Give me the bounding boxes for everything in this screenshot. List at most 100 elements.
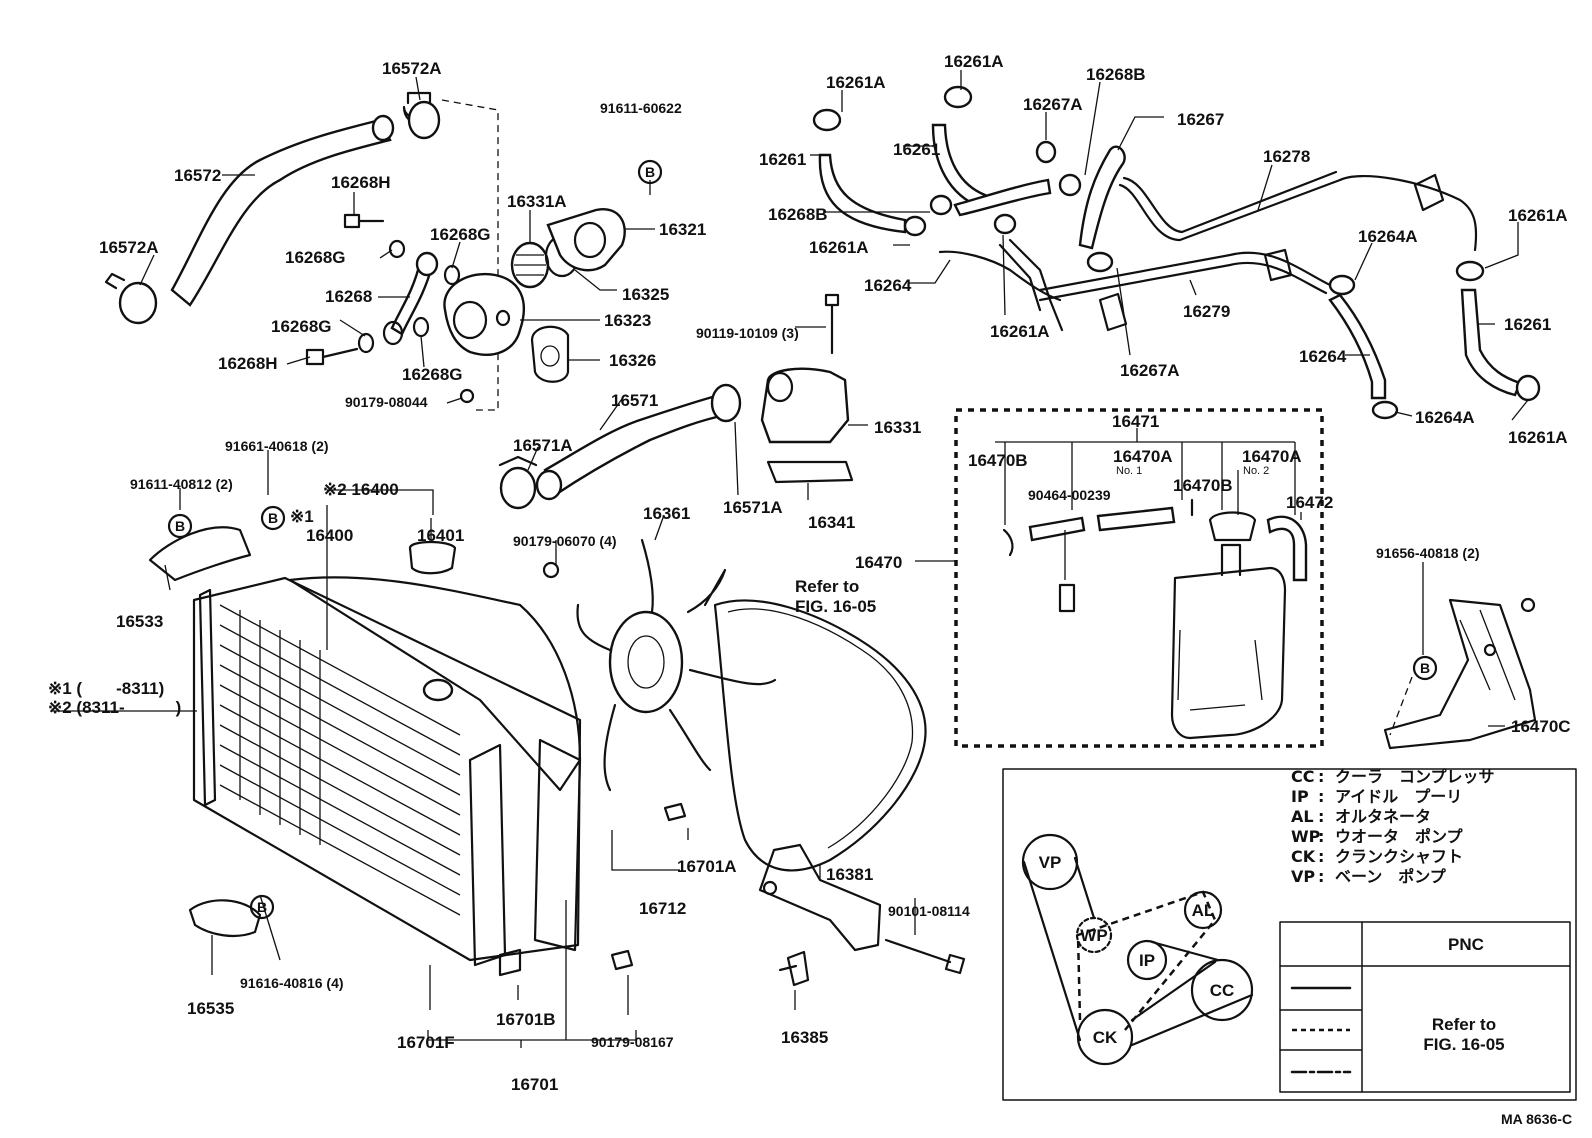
fan-16361[interactable] xyxy=(576,538,927,872)
reservoir-cap-16470A-2[interactable] xyxy=(1208,511,1257,542)
idler-bracket-16381[interactable] xyxy=(758,843,966,987)
clamp-16261A-right-bottom[interactable] xyxy=(1515,374,1541,402)
label-16572[interactable]: 16572 xyxy=(174,166,221,185)
label-91656-40818[interactable]: 91656-40818 (2) xyxy=(1376,545,1480,561)
label-16261A-right-bottom[interactable]: 16261A xyxy=(1508,428,1568,447)
label-16261A-4[interactable]: 16261A xyxy=(990,322,1050,341)
label-16341[interactable]: 16341 xyxy=(808,513,855,532)
label-16267A-top[interactable]: 16267A xyxy=(1023,95,1083,114)
gasket-16341[interactable] xyxy=(766,460,854,484)
hose-16472[interactable] xyxy=(1266,515,1308,582)
clamp-16268B-top[interactable] xyxy=(1058,173,1082,197)
fan-shroud-16712[interactable] xyxy=(288,576,582,792)
clip-16701B[interactable] xyxy=(498,948,522,977)
label-90464-00239[interactable]: 90464-00239 xyxy=(1028,487,1111,503)
clamp-16261A-2[interactable] xyxy=(943,85,973,109)
tank-bracket-16470C[interactable] xyxy=(1383,597,1537,750)
label-16321[interactable]: 16321 xyxy=(659,220,706,239)
label-note2[interactable]: ※2 (8311- ) xyxy=(48,698,181,717)
label-16261-2[interactable]: 16261 xyxy=(893,140,940,159)
nut-90179-08044[interactable] xyxy=(459,388,475,404)
radiator-16400[interactable] xyxy=(148,526,687,977)
label-16571A-left[interactable]: 16571A xyxy=(513,436,573,455)
label-16470B-left[interactable]: 16470B xyxy=(968,451,1028,470)
label-16264A-bottom[interactable]: 16264A xyxy=(1415,408,1475,427)
clamp-16571A-left[interactable] xyxy=(499,466,537,510)
label-16470A-2[interactable]: 16470A xyxy=(1242,447,1302,466)
label-90179-08044[interactable]: 90179-08044 xyxy=(345,394,428,410)
bracket-16535[interactable] xyxy=(188,899,262,938)
label-16264A-top[interactable]: 16264A xyxy=(1358,227,1418,246)
label-16268B-top[interactable]: 16268B xyxy=(1086,65,1146,84)
water-inlet-16321[interactable] xyxy=(546,208,626,272)
label-16471[interactable]: 16471 xyxy=(1112,412,1159,431)
label-16572A-left[interactable]: 16572A xyxy=(99,238,159,257)
label-16385[interactable]: 16385 xyxy=(781,1028,828,1047)
nut-90179-06070[interactable] xyxy=(542,561,560,579)
label-16261A-1[interactable]: 16261A xyxy=(826,73,886,92)
washer-16268G-c[interactable] xyxy=(357,332,375,354)
clamp-16264A-bottom[interactable] xyxy=(1371,400,1399,420)
label-16472[interactable]: 16472 xyxy=(1286,493,1333,512)
label-16470B-right[interactable]: 16470B xyxy=(1173,476,1233,495)
label-16268G-b[interactable]: 16268G xyxy=(430,225,491,244)
radiator-cap-16401[interactable] xyxy=(408,540,457,575)
bolt-16268H-top[interactable] xyxy=(343,213,385,229)
label-16261-1[interactable]: 16261 xyxy=(759,150,806,169)
label-16701F[interactable]: 16701F xyxy=(397,1033,455,1052)
reservoir-tank-16470[interactable] xyxy=(1170,566,1287,740)
label-refer-a[interactable]: Refer to xyxy=(795,577,859,596)
clamp-16261A-right-top[interactable] xyxy=(1455,260,1485,282)
clamp-16261A-1[interactable] xyxy=(812,108,842,132)
clamp-16267A-bottom[interactable] xyxy=(1086,251,1114,273)
upper-hose-16572[interactable] xyxy=(170,118,392,307)
label-16701[interactable]: 16701 xyxy=(511,1075,558,1094)
pipe-16278[interactable] xyxy=(1118,174,1478,252)
label-refer-b[interactable]: FIG. 16-05 xyxy=(795,597,876,616)
label-90101-08114[interactable]: 90101-08114 xyxy=(888,903,970,919)
label-16267A-bottom[interactable]: 16267A xyxy=(1120,361,1180,380)
bolt-90119-10109[interactable] xyxy=(824,293,840,355)
label-16268H-bottom[interactable]: 16268H xyxy=(218,354,278,373)
label-16470[interactable]: 16470 xyxy=(855,553,902,572)
label-16264-b[interactable]: 16264 xyxy=(1299,347,1347,366)
water-inlet-16331[interactable] xyxy=(760,367,850,444)
label-16278[interactable]: 16278 xyxy=(1263,147,1310,166)
label-91611-60622[interactable]: 91611-60622 xyxy=(600,100,682,116)
label-16261A-2[interactable]: 16261A xyxy=(944,52,1004,71)
label-90179-06070[interactable]: 90179-06070 (4) xyxy=(513,533,617,549)
hose-16264-upper[interactable] xyxy=(953,178,1052,217)
label-90179-08167[interactable]: 90179-08167 xyxy=(591,1034,674,1050)
label-16571A-right[interactable]: 16571A xyxy=(723,498,783,517)
clip-90179-08167[interactable] xyxy=(610,949,634,971)
clamp-16268B-left[interactable] xyxy=(929,194,953,216)
clip-16701A[interactable] xyxy=(663,802,687,822)
label-16323[interactable]: 16323 xyxy=(604,311,651,330)
label-16261A-3[interactable]: 16261A xyxy=(809,238,869,257)
label-16268G-c[interactable]: 16268G xyxy=(271,317,332,336)
washer-16268G[interactable] xyxy=(388,239,406,259)
label-16261A-right-top[interactable]: 16261A xyxy=(1508,206,1568,225)
label-16279[interactable]: 16279 xyxy=(1183,302,1230,321)
label-16268B-left[interactable]: 16268B xyxy=(768,205,828,224)
bolt-16268H-bottom[interactable] xyxy=(305,347,359,366)
label-16325[interactable]: 16325 xyxy=(622,285,669,304)
heater-hose-16261-mid[interactable] xyxy=(931,123,987,209)
label-16470C[interactable]: 16470C xyxy=(1511,717,1571,736)
label-16268[interactable]: 16268 xyxy=(325,287,372,306)
label-16267[interactable]: 16267 xyxy=(1177,110,1224,129)
clip-16470B-left[interactable] xyxy=(1002,528,1014,557)
clamp-16572A-left[interactable] xyxy=(118,281,158,325)
label-16701A[interactable]: 16701A xyxy=(677,857,737,876)
label-16268G-d[interactable]: 16268G xyxy=(402,365,463,384)
label-16261-right[interactable]: 16261 xyxy=(1504,315,1551,334)
label-16361[interactable]: 16361 xyxy=(643,504,690,523)
label-16571[interactable]: 16571 xyxy=(611,391,658,410)
label-16400-note1[interactable]: ※1 xyxy=(290,507,314,526)
label-16712[interactable]: 16712 xyxy=(639,899,686,918)
bracket-16533[interactable] xyxy=(148,526,252,582)
label-note1[interactable]: ※1 ( -8311) xyxy=(48,679,164,698)
label-16381[interactable]: 16381 xyxy=(826,865,873,884)
label-16268H-top[interactable]: 16268H xyxy=(331,173,391,192)
label-16268G-a[interactable]: 16268G xyxy=(285,248,346,267)
